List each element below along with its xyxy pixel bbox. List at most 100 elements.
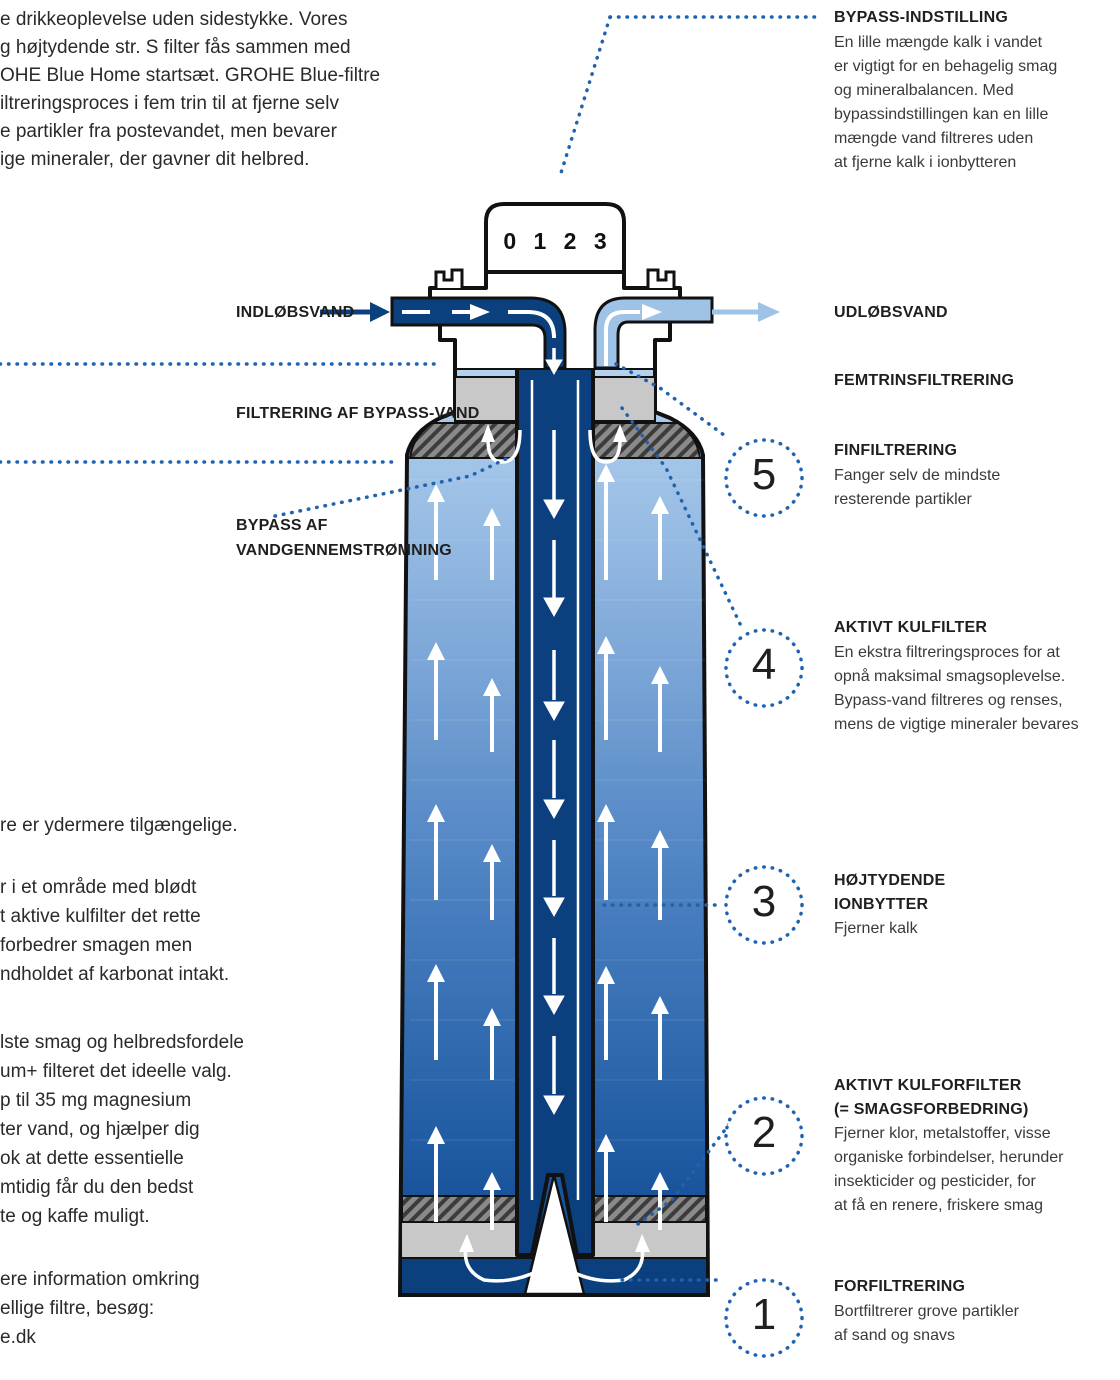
prefilter-bottom-left	[400, 1221, 527, 1259]
desc-line: er vigtigt for en behagelig smag	[834, 58, 1058, 75]
desc-line: at fjerne kalk i ionbytteren	[834, 154, 1017, 171]
title-line: IONBYTTER	[834, 896, 929, 913]
title-line: HØJTYDENDE	[834, 872, 946, 889]
stage-title: FINFILTRERING	[834, 442, 958, 459]
bypass-setting-callout: BYPASS-INDSTILLING En lille mængde kalk …	[834, 8, 1057, 175]
side-text-b: r i et område med blødt t aktive kulfilt…	[0, 873, 229, 989]
stage-number-2: 2	[751, 1108, 777, 1157]
outlet-arrow	[758, 302, 780, 322]
side-text-line: ndholdet af karbonat intakt.	[0, 964, 230, 985]
desc-line: resterende partikler	[834, 491, 972, 508]
side-text-line: um+ filteret det ideelle valg.	[0, 1061, 232, 1082]
bottom-cone	[523, 1174, 586, 1296]
side-text-line: forbedrer smagen men	[0, 935, 193, 956]
desc-line: og mineralbalancen. Med	[834, 82, 1014, 99]
fine-filter-right	[592, 376, 656, 422]
bypass-flow-label: BYPASS AF VANDGENNEMSTRØMNING	[236, 513, 452, 563]
desc-line: Bypass-vand filtreres og renses,	[834, 692, 1063, 709]
bypass-filtering-label: FILTRERING AF BYPASS-VAND	[236, 405, 480, 422]
side-text-line: ellige filtre, besøg:	[0, 1298, 155, 1319]
intro-line: OHE Blue Home startsæt. GROHE Blue-filtr…	[0, 65, 381, 86]
side-text-line: r i et område med blødt	[0, 877, 197, 898]
side-text-a: re er ydermere tilgængelige.	[0, 815, 238, 836]
side-text-d: ere information omkring ellige filtre, b…	[0, 1265, 200, 1352]
stage-title: AKTIVT KULFILTER	[834, 619, 988, 636]
outlet-label: UDLØBSVAND	[834, 304, 948, 321]
desc-line: Fanger selv de mindste	[834, 467, 1001, 484]
stage-3-callout: HØJTYDENDE IONBYTTER Fjerner kalk	[834, 869, 945, 941]
title-line: (= SMAGSFORBEDRING)	[834, 1101, 1029, 1118]
stage-desc: En ekstra filtreringsproces for at opnå …	[834, 641, 1079, 737]
stage-number-4: 4	[751, 640, 777, 689]
bypass-flow-line: BYPASS AF	[236, 517, 328, 534]
intro-paragraph: e drikkeoplevelse uden sidestykke. Vores…	[0, 6, 470, 174]
dial-setting-1: 1	[533, 228, 547, 254]
desc-line: Bortfiltrerer grove partikler	[834, 1303, 1019, 1320]
desc-line: at få en renere, friskere smag	[834, 1197, 1043, 1214]
stage-title: AKTIVT KULFORFILTER (= SMAGSFORBEDRING)	[834, 1074, 1063, 1122]
desc-line: Fjerner kalk	[834, 920, 918, 937]
carbon-band-top-left	[408, 422, 518, 459]
side-text-line: ok at dette essentielle	[0, 1148, 184, 1169]
side-text-line: mtidig får du den bedst	[0, 1177, 194, 1198]
desc-line: mængde vand filtreres uden	[834, 130, 1034, 147]
dial-setting-0: 0	[503, 228, 517, 254]
desc-line: En lille mængde kalk i vandet	[834, 34, 1043, 51]
dial-setting-2: 2	[563, 228, 577, 254]
stage-number-1: 1	[751, 1290, 777, 1339]
dial-setting-3: 3	[593, 228, 607, 254]
carbon-band-top-right	[592, 422, 702, 459]
five-stage-label: FEMTRINSFILTRERING	[834, 372, 1015, 389]
stage-title: HØJTYDENDE IONBYTTER	[834, 869, 945, 917]
title-line: AKTIVT KULFORFILTER	[834, 1077, 1022, 1094]
stage-desc: Fjerner kalk	[834, 917, 945, 941]
desc-line: af sand og snavs	[834, 1327, 955, 1344]
desc-line: insekticider og pesticider, for	[834, 1173, 1036, 1190]
bypass-dial[interactable]: 0 1 2 3	[486, 228, 624, 255]
up-arrows-left	[427, 484, 501, 1230]
intro-line: e drikkeoplevelse uden sidestykke. Vores	[0, 9, 348, 30]
bypass-setting-desc: En lille mængde kalk i vandet er vigtigt…	[834, 31, 1057, 175]
stage-4-callout: AKTIVT KULFILTER En ekstra filtreringspr…	[834, 618, 1079, 737]
intro-line: iltreringsproces i fem trin til at fjern…	[0, 93, 339, 114]
desc-line: opnå maksimal smagsoplevelse.	[834, 668, 1066, 685]
intro-line: e partikler fra postevandet, men bevarer	[0, 121, 337, 142]
side-text-c: lste smag og helbredsfordele um+ filtere…	[0, 1028, 244, 1231]
desc-line: Fjerner klor, metalstoffer, visse	[834, 1125, 1051, 1142]
desc-line: En ekstra filtreringsproces for at	[834, 644, 1060, 661]
bypass-setting-title: BYPASS-INDSTILLING	[834, 9, 1008, 26]
stage-desc: Fanger selv de mindste resterende partik…	[834, 464, 1000, 512]
stage-circles	[724, 438, 804, 1358]
desc-line: bypassindstillingen kan en lille	[834, 106, 1049, 123]
stage-title: FORFILTRERING	[834, 1278, 966, 1295]
side-text-line: t aktive kulfilter det rette	[0, 906, 201, 927]
stage-number-3: 3	[751, 877, 777, 926]
stage-desc: Fjerner klor, metalstoffer, visse organi…	[834, 1122, 1063, 1218]
up-arrows-right	[597, 464, 669, 1230]
website-link[interactable]: e.dk	[0, 1327, 36, 1348]
side-text-line: lste smag og helbredsfordele	[0, 1032, 244, 1053]
intro-line: g højtydende str. S filter fås sammen me…	[0, 37, 351, 58]
side-text-line: ter vand, og hjælper dig	[0, 1119, 200, 1140]
inlet-arrow	[370, 302, 390, 322]
down-arrows	[543, 348, 565, 1116]
stage-2-callout: AKTIVT KULFORFILTER (= SMAGSFORBEDRING) …	[834, 1074, 1063, 1218]
inlet-label: INDLØBSVAND	[236, 304, 355, 321]
side-text-line: ere information omkring	[0, 1269, 200, 1290]
side-text-line: p til 35 mg magnesium	[0, 1090, 192, 1111]
desc-line: mens de vigtige mineraler bevares	[834, 716, 1079, 733]
stage-number-5: 5	[751, 450, 777, 499]
outlet-pipe	[593, 296, 714, 370]
leader-lines	[0, 15, 824, 1282]
inlet-pipe	[390, 296, 567, 370]
carbon-band-bottom-right	[576, 1195, 707, 1223]
bypass-flow-line: VANDGENNEMSTRØMNING	[236, 542, 452, 559]
stage-1-callout: FORFILTRERING Bortfiltrerer grove partik…	[834, 1277, 1019, 1348]
stage-desc: Bortfiltrerer grove partikler af sand og…	[834, 1300, 1019, 1348]
dial-head	[484, 202, 626, 286]
side-text-line: te og kaffe muligt.	[0, 1206, 150, 1227]
desc-line: organiske forbindelser, herunder	[834, 1149, 1064, 1166]
intro-line: ige mineraler, der gavner dit helbred.	[0, 149, 310, 170]
carbon-band-bottom-left	[401, 1195, 527, 1223]
